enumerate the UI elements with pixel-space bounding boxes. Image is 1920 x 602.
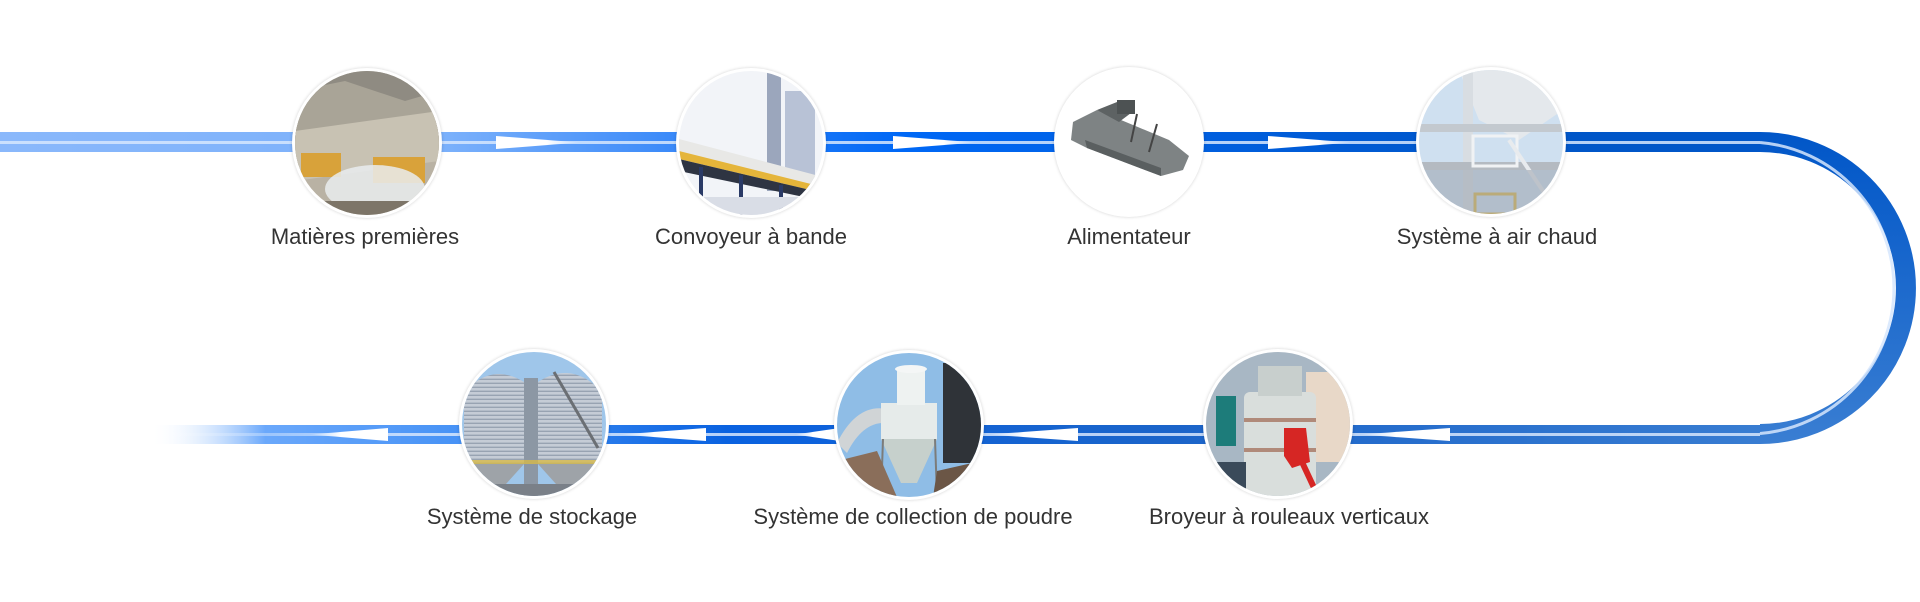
arrow-left-icon: [620, 428, 706, 441]
flow-stripe-top: [0, 141, 1760, 144]
step-label: Matières premières: [270, 224, 460, 249]
step-label: Système à air chaud: [1396, 224, 1598, 249]
step-node-vertical-roller-mill[interactable]: [1203, 349, 1353, 499]
belt-conveyor-photo-icon: [679, 71, 823, 215]
cyclone-collector-photo-icon: [837, 353, 981, 497]
step-node-feeder[interactable]: [1054, 67, 1204, 217]
vertical-roller-mill-photo-icon: [1206, 352, 1350, 496]
step-node-hot-air-system[interactable]: [1416, 67, 1566, 217]
hot-air-structure-photo-icon: [1419, 70, 1563, 214]
arrow-left-icon: [1360, 428, 1450, 441]
step-node-storage-system[interactable]: [459, 349, 609, 499]
quarry-trucks-photo-icon: [295, 71, 439, 215]
flow-stripe-curve: [1759, 141, 1896, 435]
arrow-right-icon: [1268, 136, 1352, 149]
step-label: Système de collection de poudre: [753, 504, 1073, 529]
step-label: Broyeur à rouleaux verticaux: [1148, 504, 1430, 529]
flow-line-curve: [1759, 132, 1916, 444]
arrow-right-icon: [496, 136, 580, 149]
vibrating-feeder-photo-icon: [1057, 70, 1201, 214]
step-label: Système de stockage: [426, 504, 638, 529]
arrow-left-icon: [988, 428, 1078, 441]
step-label: Convoyeur à bande: [654, 224, 848, 249]
step-label: Alimentateur: [1067, 224, 1191, 249]
step-node-belt-conveyor[interactable]: [676, 68, 826, 218]
step-node-powder-collection[interactable]: [834, 350, 984, 500]
storage-silos-photo-icon: [462, 352, 606, 496]
arrow-right-icon: [893, 136, 977, 149]
arrow-left-icon: [310, 428, 388, 441]
arrow-left-icon: [795, 428, 840, 441]
step-node-raw-materials[interactable]: [292, 68, 442, 218]
